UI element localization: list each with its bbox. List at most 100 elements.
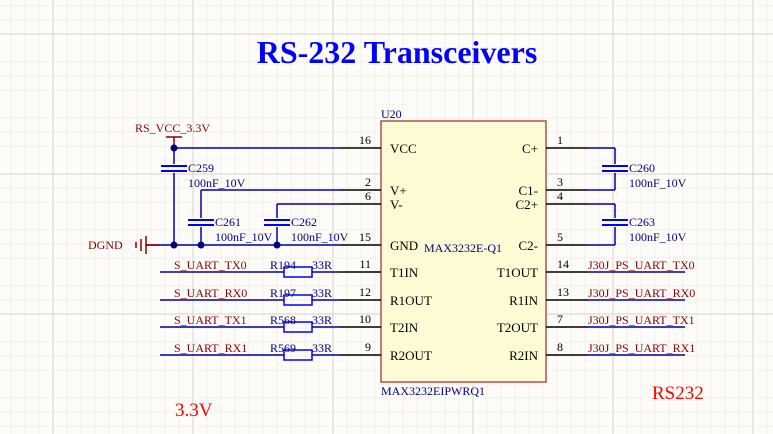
pin-number: 6 <box>365 189 371 203</box>
pin-name: C+ <box>522 141 538 156</box>
pin-name: T2IN <box>390 320 419 335</box>
capacitors: C259100nF_10VC261100nF_10VC262100nF_10VC… <box>160 161 687 244</box>
resistor-ref: R197 <box>270 286 296 300</box>
chip-comment: MAX3232E-Q1 <box>424 241 502 255</box>
pin-name: C1- <box>519 183 539 198</box>
pin-number: 7 <box>557 312 563 326</box>
resistor-ref: R569 <box>270 341 296 355</box>
pin-right[interactable]: 5C2- <box>519 230 589 253</box>
pin-name: T2OUT <box>497 320 538 335</box>
sheet-title: RS-232 Transceivers <box>257 34 538 70</box>
pin-number: 2 <box>365 175 371 189</box>
uart-row: S_UART_TX1 R568 33R J30J_PS_UART_TX1 <box>160 313 695 333</box>
pin-name: R2OUT <box>390 348 432 363</box>
pin-left[interactable]: 2V+ <box>340 175 407 198</box>
cap-ref: C263 <box>629 215 655 229</box>
pin-name: R2IN <box>509 348 539 363</box>
pin-name: VCC <box>390 141 417 156</box>
resistor-r568[interactable] <box>283 321 313 333</box>
resistor-value: 33R <box>312 286 332 300</box>
left-pins: 16VCC2V+6V-15GND11T1IN12R1OUT10T2IN9R2OU… <box>340 133 432 363</box>
chip-designator: U20 <box>381 107 402 121</box>
junctions <box>170 144 281 249</box>
junction-gnd-3 <box>273 241 281 249</box>
cap-value: 100nF_10V <box>629 230 687 244</box>
pin-name: T1OUT <box>497 265 538 280</box>
resistor-ref: R194 <box>270 258 296 272</box>
cap-gap <box>187 218 215 227</box>
cap-gap <box>601 164 629 173</box>
pin-name: R1IN <box>509 293 539 308</box>
resistor-r197[interactable] <box>283 294 313 306</box>
pin-number: 10 <box>359 312 371 326</box>
pin-right[interactable]: 1C+ <box>522 133 588 156</box>
pin-name: C2+ <box>515 197 538 212</box>
net-label-right: J30J_PS_UART_TX1 <box>588 313 695 327</box>
pin-number: 9 <box>365 340 371 354</box>
pin-number: 16 <box>359 133 371 147</box>
resistor-value: 33R <box>312 341 332 355</box>
pin-number: 4 <box>557 189 563 203</box>
pin-name: R1OUT <box>390 293 432 308</box>
junction-vcc <box>170 144 178 152</box>
dgnd-label: DGND <box>88 238 123 252</box>
pin-left[interactable]: 6V- <box>340 189 403 212</box>
pin-name: V- <box>390 197 403 212</box>
dgnd-symbol <box>135 236 160 254</box>
net-label-right: J30J_PS_UART_RX0 <box>588 286 695 300</box>
note-3v3: 3.3V <box>175 400 213 421</box>
net-label-left: S_UART_RX1 <box>174 341 247 355</box>
pin-number: 11 <box>359 257 371 271</box>
resistor-value: 33R <box>312 258 332 272</box>
chip-part-number: MAX3232EIPWRQ1 <box>381 384 485 398</box>
resistor-r194[interactable] <box>283 266 313 278</box>
pin-number: 8 <box>557 340 563 354</box>
cap-ref: C259 <box>188 161 214 175</box>
net-label-left: S_UART_TX1 <box>174 313 247 327</box>
pin-name: C2- <box>519 238 539 253</box>
pin-number: 13 <box>557 285 569 299</box>
chip-u20[interactable]: U20 MAX3232E-Q1 MAX3232EIPWRQ1 <box>380 107 547 398</box>
pin-number: 5 <box>557 230 563 244</box>
pin-name: GND <box>390 238 418 253</box>
resistor-value: 33R <box>312 313 332 327</box>
cap-gap <box>263 218 291 227</box>
pin-number: 3 <box>557 175 563 189</box>
cap-value: 100nF_10V <box>215 230 273 244</box>
pin-name: V+ <box>390 183 407 198</box>
resistor-r569[interactable] <box>283 349 313 361</box>
net-label-left: S_UART_RX0 <box>174 286 247 300</box>
net-label-right: J30J_PS_UART_TX0 <box>588 258 695 272</box>
pin-right[interactable]: 4C2+ <box>515 189 588 212</box>
resistor-ref: R568 <box>270 313 296 327</box>
pin-number: 14 <box>557 257 569 271</box>
pin-number: 15 <box>359 230 371 244</box>
chip-body[interactable] <box>380 120 547 383</box>
pin-number: 12 <box>359 285 371 299</box>
cap-value: 100nF_10V <box>291 230 349 244</box>
cap-ref: C261 <box>215 215 241 229</box>
pin-right[interactable]: 3C1- <box>519 175 589 198</box>
pin-number: 1 <box>557 133 563 147</box>
cap-gap <box>160 164 188 173</box>
cap-value: 100nF_10V <box>629 176 687 190</box>
